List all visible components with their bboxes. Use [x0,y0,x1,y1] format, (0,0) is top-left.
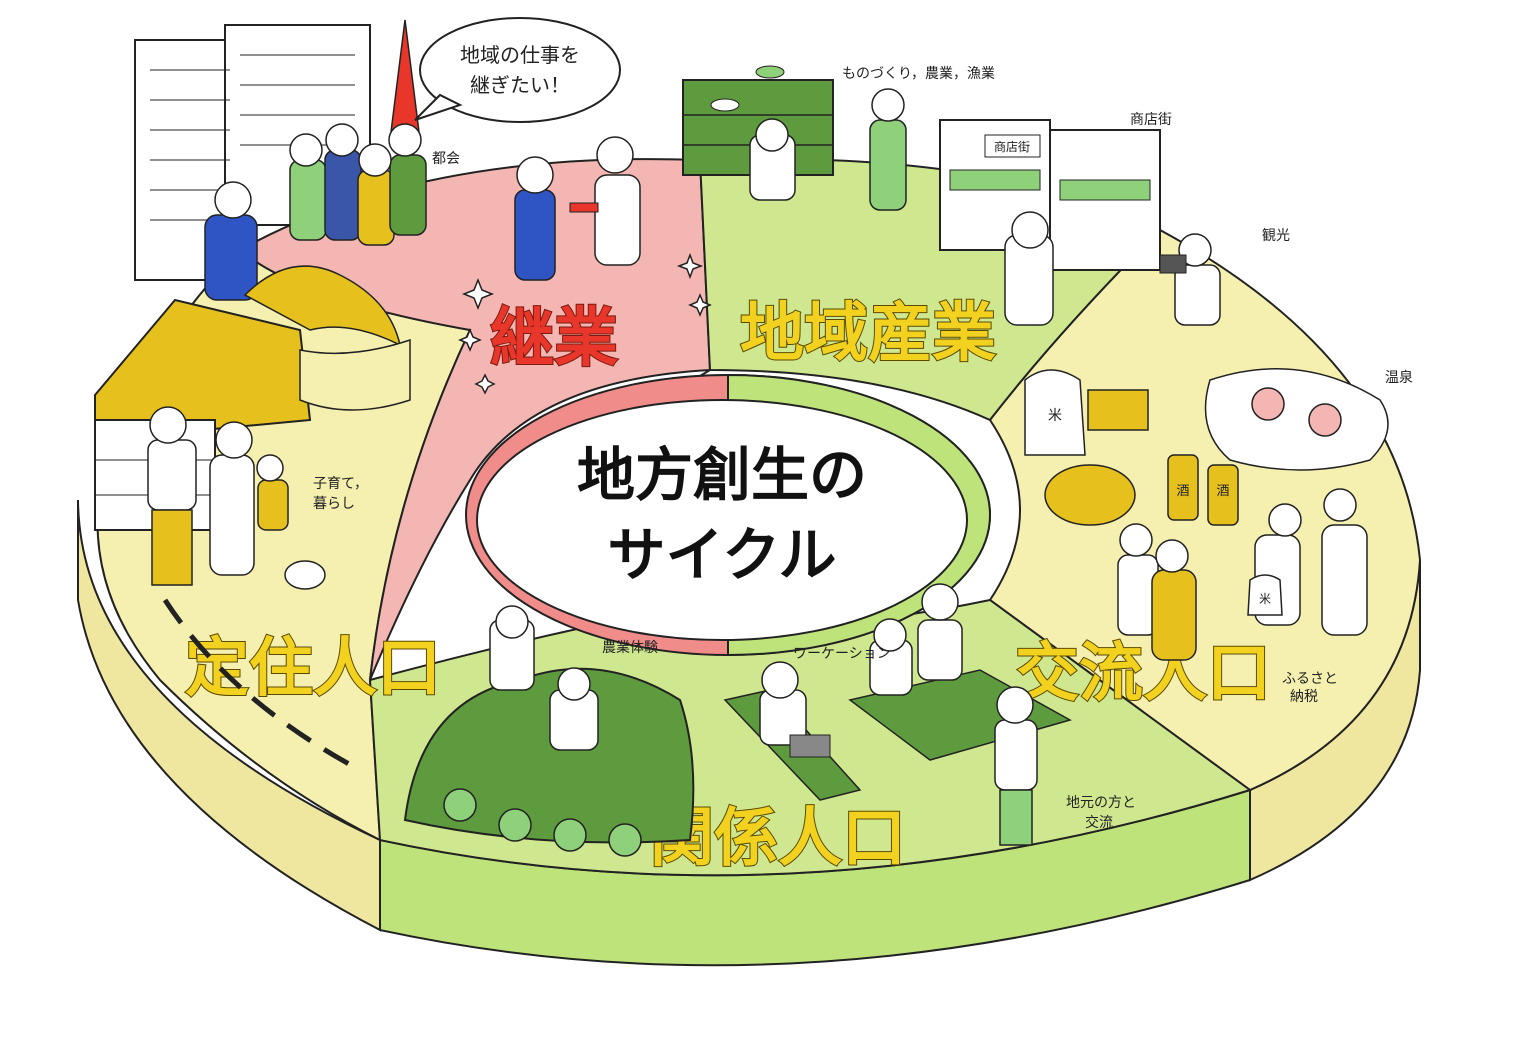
annotation-jimoto-1: 地元の方と [1066,795,1136,811]
furusato-people: 米 [1117,488,1368,661]
rice-bag-label-1: 米 [1048,408,1062,424]
annotation-kosodate-2: 暮らし [313,496,355,512]
farmer-figures [749,88,1054,326]
annotation-nogyo-taiken: 農業体験 [602,640,658,656]
speech-bubble: 地域の仕事を 継ぎたい！ [414,17,621,123]
label-teiju-jinko: 定住人口 [185,632,441,706]
rice-bag: 米 [1024,369,1149,456]
annotation-tokai: 都会 [432,151,460,167]
road-dashes [162,598,362,773]
annotation-jimoto-2: 交流 [1085,814,1113,831]
annotation-kosodate-1: 子育て， [313,476,368,492]
label-koryu-jinko: 交流人口 [1015,637,1271,711]
rice-bag-label-2: 米 [1259,592,1271,606]
city-people [204,123,427,301]
shop-sign: 商店街 [994,139,1030,154]
sake-label-2: 酒 [1216,484,1229,499]
dog-icon [284,560,326,590]
shopping-street: 商店街 [939,119,1161,271]
tourist-figure [1159,233,1221,326]
farm-hill [403,605,695,857]
label-keigyo: 継業 [490,302,618,376]
annotation-kanko: 観光 [1262,227,1290,244]
sparkle-icons [458,252,712,395]
annotation-workation: ワーケーション [793,646,891,662]
annotation-furusato-1: ふるさと [1282,671,1338,687]
baton-pass-people [514,136,641,281]
speech-line2: 継ぎたい！ [470,73,570,97]
annotation-monozukuri: ものづくり，農業，漁業 [842,66,995,82]
tower-icon [389,19,421,141]
sake-label-1: 酒 [1176,484,1189,499]
label-chiiki-sangyo: 地域産業 [740,297,996,371]
center-title-line2: サイクル [607,521,836,589]
center-ellipse [476,399,968,641]
hot-spring [1204,368,1389,471]
annotation-furusato-2: 納税 [1290,689,1318,705]
camera-icon [1159,254,1187,274]
annotation-shotengai: 商店街 [1130,112,1172,128]
laptop-icon [789,734,831,758]
local-products: 酒 酒 [1044,454,1239,526]
annotation-onsen: 温泉 [1385,369,1413,386]
speech-line1: 地域の仕事を [460,43,580,67]
center-title-line1: 地方創生の [577,441,867,509]
workation-scene [723,583,1072,846]
family-people [147,406,326,590]
